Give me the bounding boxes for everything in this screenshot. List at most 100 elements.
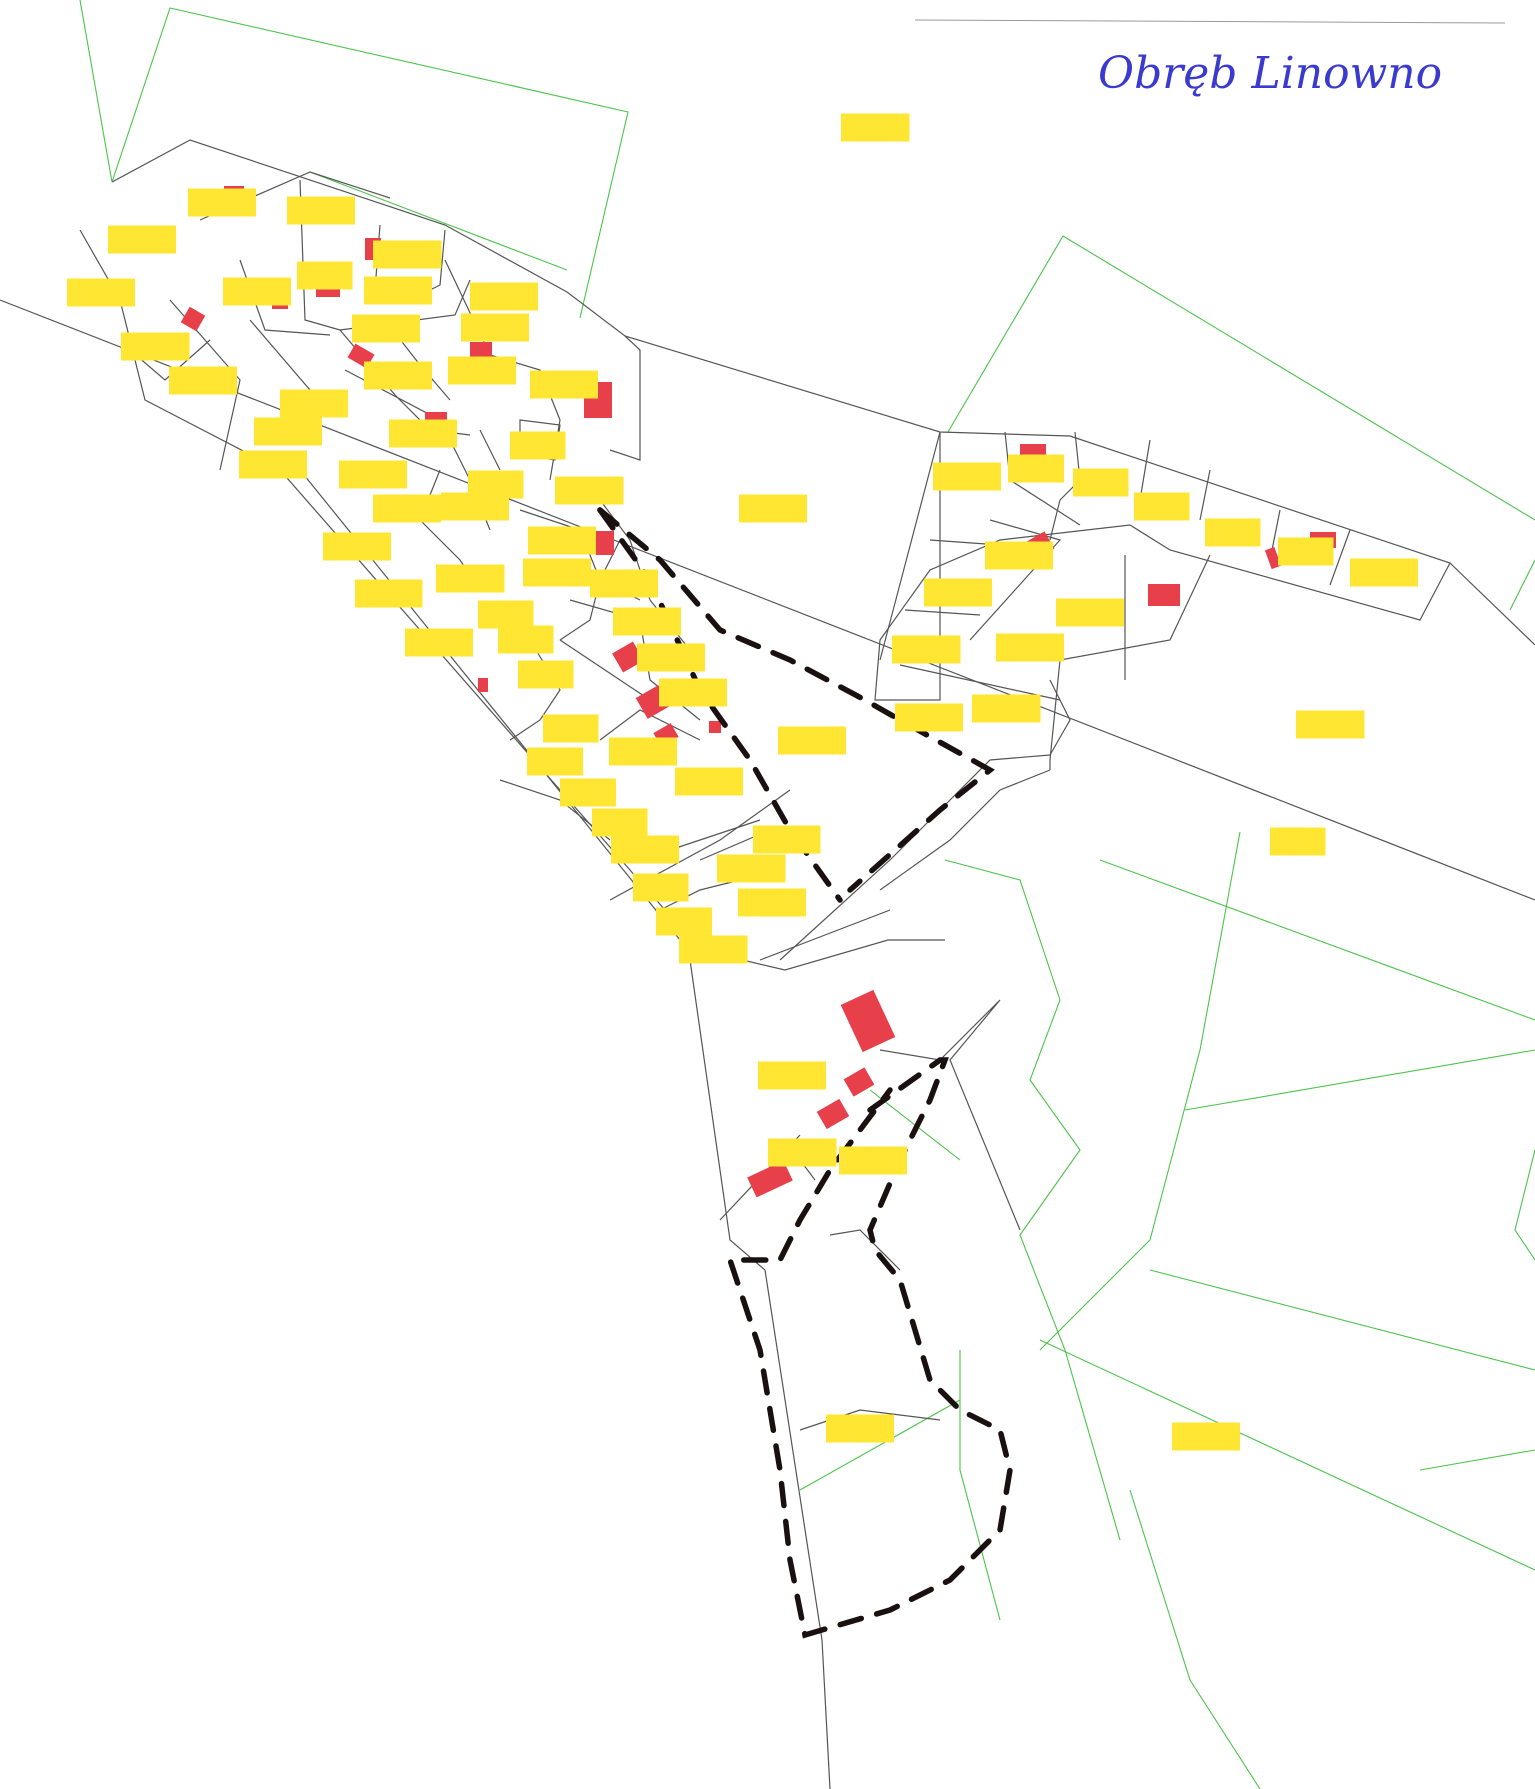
building	[816, 1098, 850, 1130]
building	[611, 569, 639, 597]
building	[840, 989, 896, 1053]
land-use-lines	[79, 0, 1535, 1789]
parcel-label: 138/30	[228, 281, 286, 302]
parcel-label: 137/7	[522, 664, 570, 685]
parcel-label: 137/11	[758, 829, 815, 850]
building	[1264, 546, 1282, 570]
building	[1148, 584, 1180, 606]
parcel-label: 138/58	[259, 421, 317, 442]
parcel-label: 138/18	[466, 317, 524, 338]
building	[316, 281, 340, 297]
parcel-label: 138/51	[126, 336, 185, 357]
parcel-label: 138/9	[514, 435, 562, 456]
building	[1310, 532, 1336, 548]
building	[635, 685, 671, 719]
building	[709, 721, 721, 733]
parcel-label: 137/4	[564, 782, 612, 803]
building	[960, 590, 980, 606]
parcel-label: 137/39	[528, 562, 586, 583]
parcel-label: 139/10	[1355, 562, 1413, 583]
parcel-label: 137/59	[680, 771, 738, 792]
building	[955, 470, 981, 488]
building	[478, 678, 488, 692]
building	[1023, 531, 1055, 561]
parcel-label: 137/17	[618, 611, 676, 632]
parcel-label: 137/18	[642, 647, 700, 668]
parcel-label: 138/38	[357, 318, 415, 339]
parcel-label: 139/12	[1061, 602, 1119, 623]
parcel-label: 139/14	[977, 698, 1036, 719]
building	[653, 723, 679, 747]
parcel-label: 137/25	[773, 1142, 832, 1163]
parcel-label: 137/5	[531, 751, 579, 772]
building	[365, 238, 381, 260]
building	[690, 914, 702, 926]
parcel-label: 139/7	[1138, 496, 1186, 517]
parcel-label: 138/62	[446, 496, 504, 517]
parcel-label: 137/64	[684, 939, 743, 960]
parcel-label: 137/6	[547, 718, 595, 739]
parcel-label: 139/9	[1282, 541, 1330, 562]
parcel-label: 139/21	[1301, 714, 1360, 735]
parcel-label: 139/30	[783, 730, 841, 751]
parcel-label: 137/61	[722, 858, 781, 879]
planning-boundary	[597, 507, 1013, 1639]
parcel-label: 137/37	[763, 1065, 821, 1086]
parcel-label: 137/23	[410, 632, 468, 653]
parcel-label: 137/9	[482, 604, 530, 625]
parcel-label: 139/17	[990, 545, 1048, 566]
parcel-label: 137/1	[660, 911, 708, 932]
building	[1085, 470, 1103, 494]
building	[425, 412, 447, 430]
parcel-label: 138/57	[475, 286, 533, 307]
parcel-label: 137/2	[637, 877, 685, 898]
parcel-label: 137/16	[595, 573, 653, 594]
parcel-label: 138/71	[378, 244, 437, 265]
parcel-label: 139/31	[846, 117, 905, 138]
parcel-label: 139/19	[900, 707, 958, 728]
building	[612, 641, 644, 673]
parcel-label: 139/16	[929, 582, 987, 603]
building	[663, 650, 683, 670]
parcel-label: 138/26	[328, 536, 386, 557]
parcel-label: 138/28	[285, 393, 343, 414]
parcel-label: 137/62	[743, 892, 801, 913]
building	[1020, 444, 1046, 480]
parcel-label: 137/20	[664, 682, 722, 703]
building	[642, 608, 660, 630]
building	[596, 531, 614, 555]
parcel-label: 138/19	[453, 360, 511, 381]
map-title: Obręb Linowno	[1098, 48, 1442, 99]
parcel-label: 138/73	[369, 365, 427, 386]
parcel-label: 138/46	[72, 282, 130, 303]
parcel-label: 139/15	[897, 639, 956, 660]
parcel-labels: 139/31 138/33 138/29 138/47 138/71 138/4…	[72, 117, 1413, 1447]
building	[747, 1160, 793, 1198]
parcel-label: 139/5	[1012, 458, 1060, 479]
parcel-label: 139/13	[1001, 637, 1059, 658]
parcel-label: 139/33	[844, 1150, 902, 1171]
parcel-label: 138/40	[394, 423, 452, 444]
parcel-label: 138/22	[535, 374, 593, 395]
building	[224, 186, 244, 214]
building	[237, 287, 263, 305]
parcel-label: 137/53	[616, 839, 674, 860]
parcel-label: 138/47	[113, 229, 171, 250]
parcel-label: 138/65	[560, 480, 619, 501]
parcel-label: 139/8	[1209, 522, 1257, 543]
parcel-label: 138/6	[301, 265, 349, 286]
building	[180, 306, 206, 332]
parcel-label: 139/18	[938, 466, 996, 487]
buildings	[180, 186, 1336, 1198]
building	[272, 287, 288, 309]
parcel-label: 137/42	[614, 741, 672, 762]
parcel-label: 138/24	[441, 568, 500, 589]
parcel-label: 138/33	[193, 192, 251, 213]
building	[470, 342, 492, 358]
building	[347, 343, 375, 369]
parcel-label: 137/3	[596, 812, 644, 833]
building	[843, 1067, 875, 1097]
parcel-label: 139/23	[744, 498, 802, 519]
parcel-label: 139/26	[831, 1418, 889, 1439]
